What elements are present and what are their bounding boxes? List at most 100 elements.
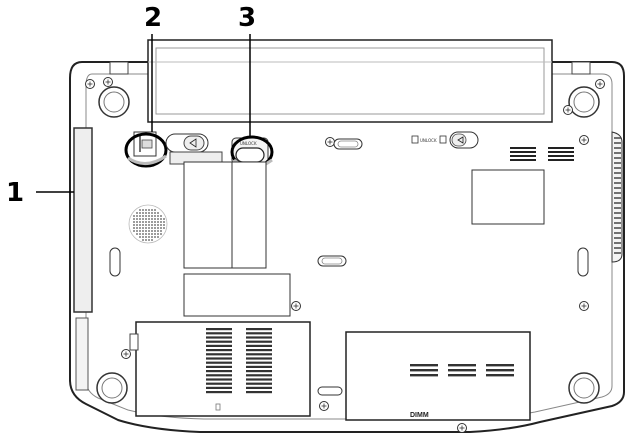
speaker-hole <box>163 218 165 220</box>
speaker-hole <box>145 212 147 214</box>
speaker-hole <box>139 236 141 238</box>
speaker-hole <box>139 215 141 217</box>
speaker-hole <box>145 230 147 232</box>
callout-3: 3 <box>238 3 256 138</box>
vent-slot <box>548 155 574 157</box>
right-lock-text: UNLOCK <box>420 138 437 143</box>
speaker-hole <box>133 215 135 217</box>
hdd-vent-slot <box>246 378 272 381</box>
speaker-hole <box>148 218 150 220</box>
speaker-hole <box>136 233 138 235</box>
hdd-vent-slot <box>206 382 232 385</box>
speaker-hole <box>148 215 150 217</box>
speaker-hole <box>139 227 141 229</box>
callout-label-2: 2 <box>144 3 162 33</box>
speaker-hole <box>148 227 150 229</box>
speaker-hole <box>154 230 156 232</box>
speaker-hole <box>142 209 144 211</box>
speaker-hole <box>148 233 150 235</box>
speaker-rim <box>128 204 168 244</box>
speaker-hole <box>151 212 153 214</box>
hdd-vent-slot <box>246 374 272 377</box>
speaker-hole <box>145 209 147 211</box>
speaker-hole <box>160 230 162 232</box>
speaker-hole <box>160 215 162 217</box>
hdd-vent-slot <box>206 370 232 373</box>
speaker-hole <box>139 224 141 226</box>
speaker-hole <box>160 233 162 235</box>
speaker-hole <box>139 221 141 223</box>
dimm-vent-slot <box>410 369 438 372</box>
capsule-slot <box>317 386 343 396</box>
speaker-hole <box>136 230 138 232</box>
hdd-vent-slot <box>206 365 232 368</box>
dimm-vent-slot <box>448 374 476 377</box>
capsule-slot <box>333 138 363 150</box>
capsule-slot <box>317 255 347 267</box>
speaker-hole <box>145 224 147 226</box>
speaker-hole <box>154 221 156 223</box>
battery-side-strip <box>73 127 93 391</box>
dimm-vent-slot <box>486 364 514 367</box>
rubber-foot <box>568 86 600 118</box>
speaker-hole <box>136 218 138 220</box>
speaker-hole <box>160 221 162 223</box>
speaker-hole <box>157 236 159 238</box>
speaker-hole <box>136 227 138 229</box>
speaker-hole <box>145 239 147 241</box>
speaker-hole <box>142 215 144 217</box>
vent-slot <box>548 159 574 161</box>
speaker-hole <box>154 236 156 238</box>
speaker-hole <box>163 227 165 229</box>
speaker-grill <box>128 204 168 244</box>
speaker-hole <box>145 215 147 217</box>
speaker-hole <box>157 218 159 220</box>
speaker-hole <box>145 221 147 223</box>
speaker-hole <box>154 212 156 214</box>
vent-slot <box>510 159 536 161</box>
hdd-vent-slot <box>246 353 272 356</box>
speaker-hole <box>154 233 156 235</box>
speaker-hole <box>148 209 150 211</box>
rubber-foot <box>568 372 600 404</box>
central-panel <box>183 161 267 269</box>
speaker-hole <box>136 212 138 214</box>
speaker-hole <box>148 230 150 232</box>
speaker-hole <box>145 236 147 238</box>
hdd-vent-slot <box>206 328 232 331</box>
rubber-foot <box>98 86 130 118</box>
hdd-vent-slot <box>246 328 272 331</box>
speaker-hole <box>148 212 150 214</box>
battery-pack <box>109 39 591 123</box>
speaker-hole <box>133 224 135 226</box>
screws <box>85 77 605 433</box>
side-vent-body <box>611 131 623 263</box>
speaker-hole <box>151 221 153 223</box>
hdd-vent-slot <box>246 370 272 373</box>
hard-drive-cover <box>129 321 311 417</box>
hdd-vent-slot <box>206 344 232 347</box>
callout-label-1: 1 <box>6 178 24 208</box>
vertical-capsule-slot <box>109 247 589 277</box>
hdd-vent-slot <box>206 336 232 339</box>
hdd-vent-slot <box>246 336 272 339</box>
hdd-vent-slot <box>206 374 232 377</box>
speaker-hole <box>148 224 150 226</box>
speaker-hole <box>151 209 153 211</box>
speaker-hole <box>157 215 159 217</box>
hdd-vent-slot <box>206 340 232 343</box>
speaker-hole <box>142 236 144 238</box>
battery-release-latch <box>124 131 168 168</box>
speaker-hole <box>136 215 138 217</box>
speaker-hole <box>151 230 153 232</box>
speaker-hole <box>148 236 150 238</box>
speaker-hole <box>157 212 159 214</box>
speaker-hole <box>157 224 159 226</box>
speaker-hole <box>139 233 141 235</box>
label-plate <box>183 273 291 317</box>
speaker-hole <box>151 239 153 241</box>
speaker-hole <box>151 218 153 220</box>
speaker-hole <box>142 224 144 226</box>
speaker-hole <box>151 236 153 238</box>
